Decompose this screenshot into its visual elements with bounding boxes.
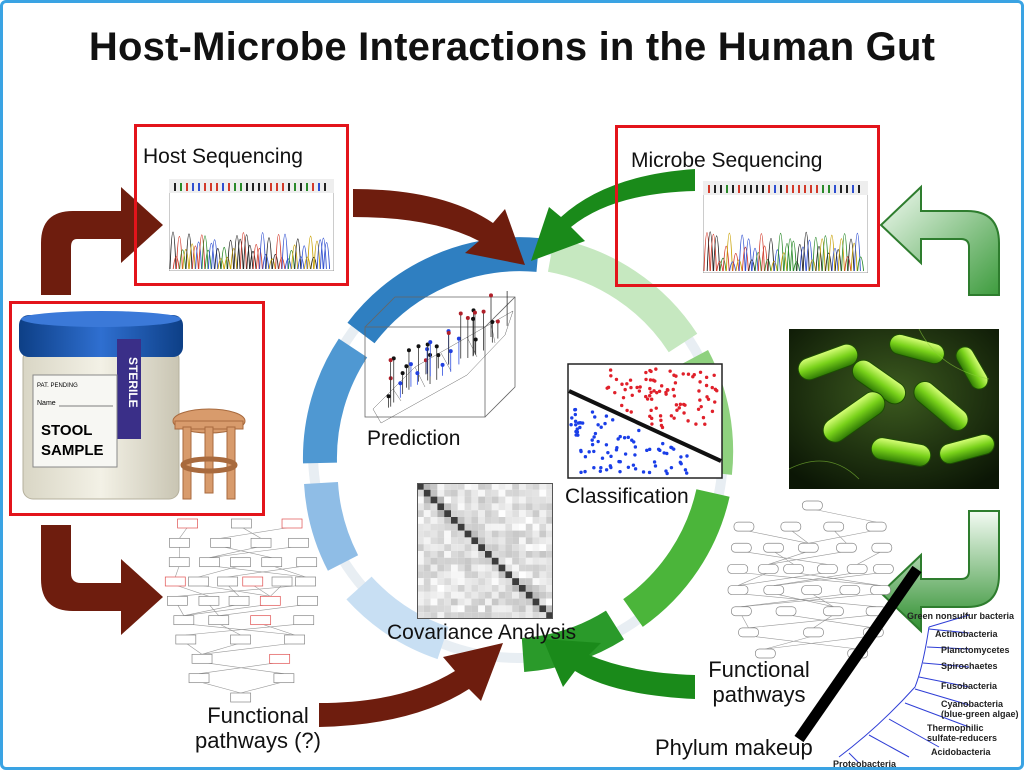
- arrow-microbe-seq-to-cycle: [531, 169, 695, 261]
- patient-field: PAT. PENDING: [37, 383, 78, 389]
- classification-plot: [567, 363, 723, 479]
- sterile-tape: [117, 339, 141, 439]
- host-sequencing-box: [134, 124, 349, 286]
- arrow-jar-to-pathways: [41, 525, 163, 635]
- decision-boundary: [568, 389, 722, 463]
- sample-text: SAMPLE: [41, 442, 104, 459]
- phylum-thermophilic: Thermophilic: [927, 723, 984, 733]
- phylum-tree: Green nonsulfur bacteria Actinobacteria …: [833, 611, 1019, 767]
- microbe-chromatogram: [703, 181, 868, 273]
- classification-label: Classification: [565, 485, 689, 508]
- arrow-microbe-pathways-to-cycle: [543, 639, 695, 699]
- host-pathways-line2: pathways (?): [195, 728, 321, 754]
- cycle-segment-paleblue: [346, 576, 449, 660]
- microbe-pathways-line2: pathways: [712, 682, 806, 708]
- microbe-pathways-line1: Functional: [708, 657, 810, 682]
- phylum-actinobacteria: Actinobacteria: [935, 629, 999, 639]
- host-chromatogram: [169, 179, 334, 271]
- microbe-arrows: [531, 169, 695, 699]
- covariance-matrix: [417, 483, 553, 619]
- covariance-label: Covariance Analysis: [387, 621, 577, 644]
- host-pathways-label: Functional pathways (?): [173, 703, 343, 754]
- sterile-label: STERILE: [126, 357, 140, 408]
- bacteria-image: [789, 329, 999, 489]
- cycle-segment-lightblue: [304, 481, 359, 571]
- phylum-cyanobacteria: Cyanobacteria: [941, 699, 1004, 709]
- stool-sample-photo: STERILE PAT. PENDING Name STOOL SAMPLE: [19, 311, 246, 500]
- phylum-proteobacteria: Proteobacteria: [833, 759, 897, 767]
- slide-title: Host-Microbe Interactions in the Human G…: [88, 25, 936, 69]
- microbe-sequencing-label: Microbe Sequencing: [631, 149, 823, 172]
- phylum-green-nonsulfur: Green nonsulfur bacteria: [907, 611, 1015, 621]
- prediction-plot: [364, 291, 516, 424]
- microbe-sequencing-box: [615, 125, 880, 287]
- cycle-segment-blue-2: [302, 338, 368, 464]
- wooden-stool: [172, 408, 246, 500]
- phylum-planctomycetes: Planctomycetes: [941, 645, 1010, 655]
- microbe-pathways-label: Functional pathways: [697, 657, 821, 708]
- host-arrows: [41, 187, 525, 727]
- host-pathways-line1: Functional: [207, 703, 309, 728]
- phylum-fusobacteria: Fusobacteria: [941, 681, 998, 691]
- arrow-host-seq-to-cycle: [353, 189, 525, 265]
- cycle-segment-green: [622, 488, 730, 627]
- stool-sample-box: [9, 301, 265, 516]
- phylum-makeup-label: Phylum makeup: [655, 735, 813, 760]
- name-field: Name: [37, 400, 56, 407]
- phylum-sulfate-reducers: sulfate-reducers: [927, 733, 997, 743]
- host-sequencing-label: Host Sequencing: [143, 145, 303, 168]
- host-pathway-diagram: [164, 518, 318, 703]
- phylum-acidobacteria: Acidobacteria: [931, 747, 992, 757]
- phylum-spirochaetes: Spirochaetes: [941, 661, 998, 671]
- phylum-cyanobacteria-note: (blue-green algae): [941, 709, 1019, 719]
- arrow-bacteria-to-microbe-seq: [879, 184, 1000, 296]
- arrow-jar-to-host-seq: [41, 187, 163, 295]
- stool-text: STOOL: [41, 422, 92, 439]
- arrow-host-pathways-to-cycle: [319, 643, 503, 727]
- prediction-label: Prediction: [367, 427, 461, 450]
